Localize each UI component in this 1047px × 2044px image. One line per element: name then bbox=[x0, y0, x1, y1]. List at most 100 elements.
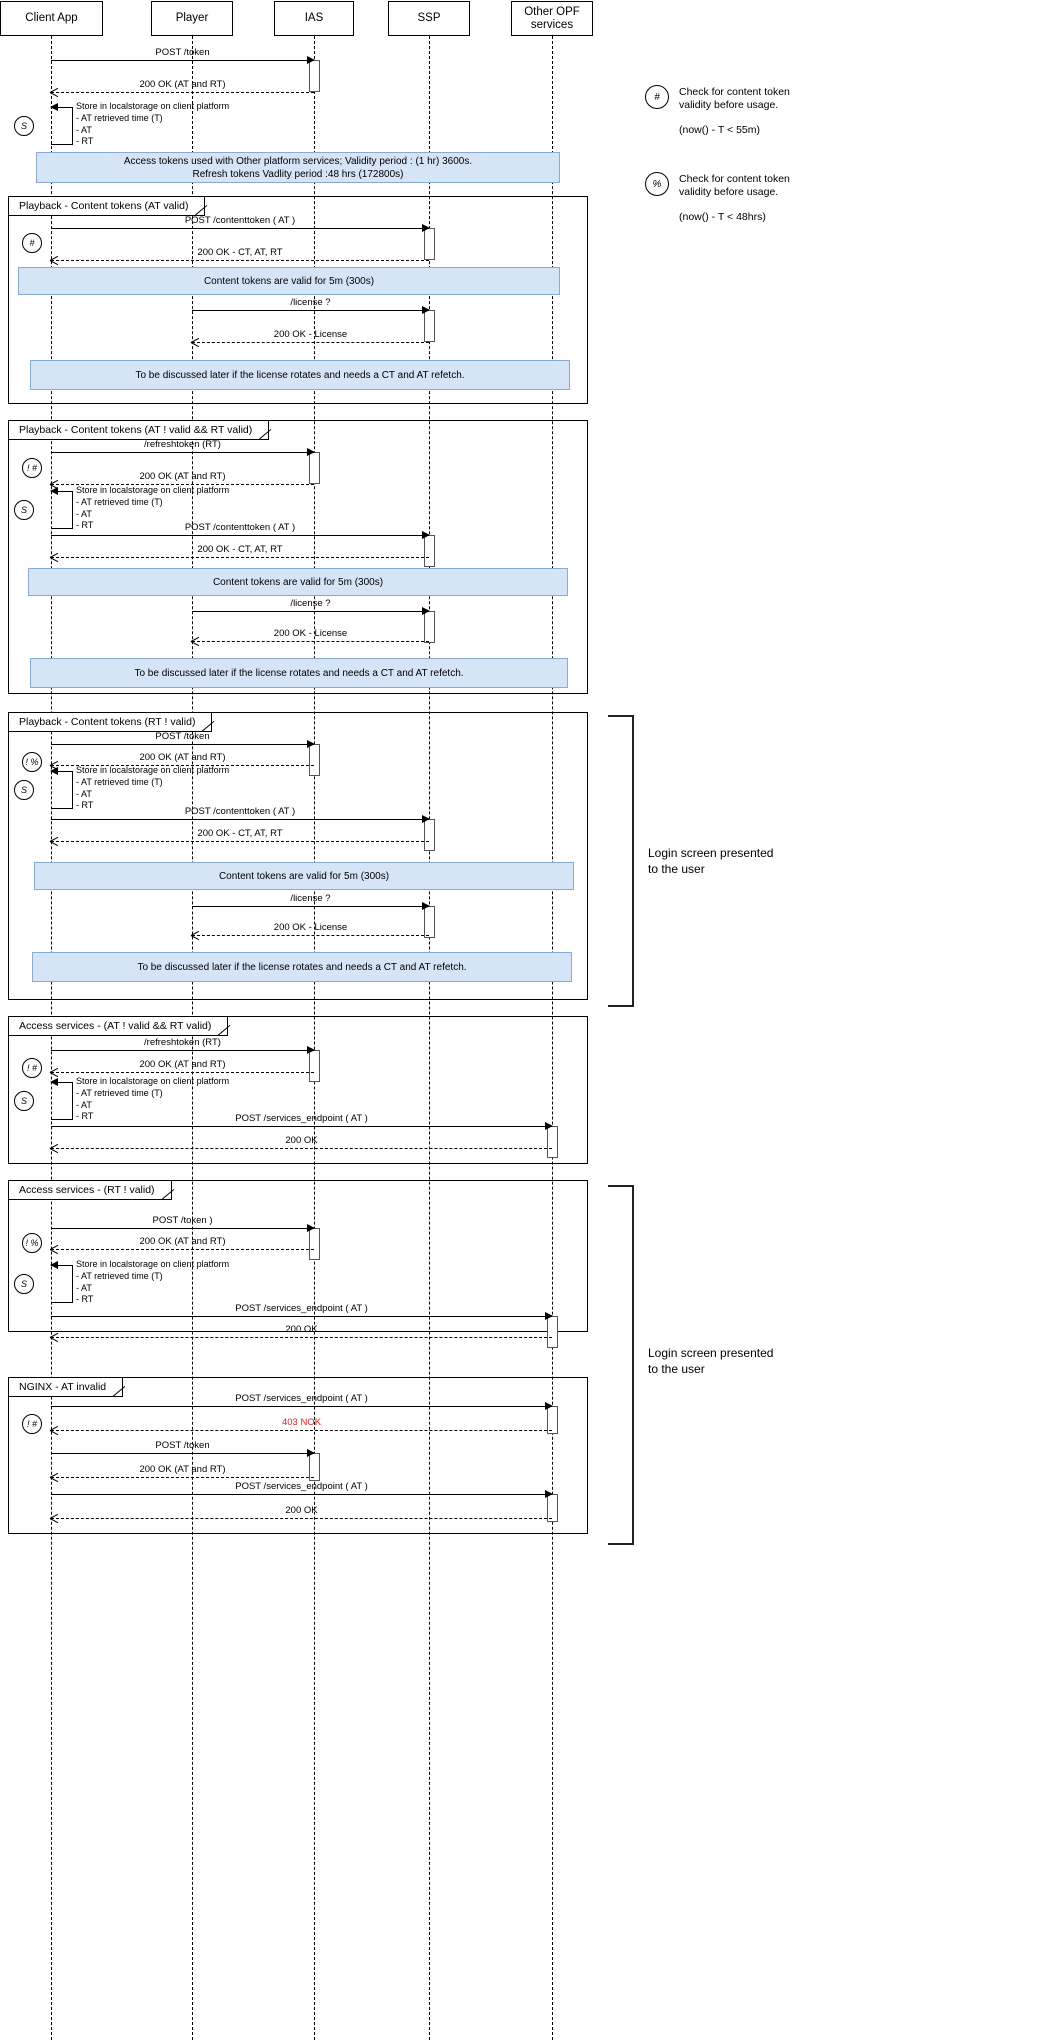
marker-not-pct-5-glyph: ! % bbox=[25, 1238, 39, 1248]
activation-bar bbox=[309, 452, 320, 484]
fragment-playback-rt-invalid: Playback - Content tokens (RT ! valid) bbox=[8, 712, 588, 1000]
message-ok-200-5-label: 200 OK bbox=[285, 1324, 318, 1335]
arrowhead-icon bbox=[191, 636, 200, 646]
self-message-line: - AT bbox=[76, 788, 92, 799]
bracket-login-2 bbox=[608, 1185, 634, 1545]
arrowhead-icon bbox=[545, 1490, 553, 1498]
message-post-token-label: POST /token bbox=[155, 47, 210, 58]
legend-symbol-icon: # bbox=[645, 85, 669, 109]
lifeline-label-ias: IAS bbox=[304, 12, 324, 24]
self-message-line: - RT bbox=[76, 1111, 94, 1121]
arrowhead-icon bbox=[307, 1449, 315, 1457]
self-message-line: - AT retrieved time (T) bbox=[76, 1088, 163, 1098]
bracket-login-1 bbox=[608, 715, 634, 1007]
activation-bar bbox=[424, 228, 435, 260]
self-message-line: - RT bbox=[76, 1294, 94, 1304]
fragment-nginx-at-invalid: NGINX - AT invalid bbox=[8, 1377, 588, 1534]
self-message-title: Store in localstorage on client platform bbox=[76, 101, 230, 111]
arrowhead-icon bbox=[50, 552, 59, 562]
marker-store-glyph: S bbox=[20, 1279, 27, 1289]
self-message-title: Store in localstorage on client platform bbox=[76, 765, 230, 775]
message-post-contenttoken-3-label: POST /contenttoken ( AT ) bbox=[184, 806, 296, 817]
fragment-playback-at-valid: Playback - Content tokens (AT valid) bbox=[8, 196, 588, 404]
fragment-label-access-services-rt-invalid: Access services - (RT ! valid) bbox=[9, 1181, 172, 1200]
note-content-tokens-valid-2-text: Content tokens are valid for 5m (300s) bbox=[212, 576, 384, 588]
self-message-line: - AT bbox=[76, 1099, 92, 1110]
self-message-title: Store in localstorage on client platform bbox=[76, 1076, 230, 1086]
note-access-tokens-text: Access tokens used with Other platform s… bbox=[123, 155, 473, 180]
marker-store: S bbox=[14, 500, 34, 520]
arrowhead-icon bbox=[50, 87, 59, 97]
marker-store: S bbox=[14, 1274, 34, 1294]
message-ok-ct-at-rt-3-label: 200 OK - CT, AT, RT bbox=[197, 828, 283, 839]
fragment-label-playback-at-valid: Playback - Content tokens (AT valid) bbox=[9, 197, 206, 216]
arrowhead-icon bbox=[307, 56, 315, 64]
bracket-login-2-label: Login screen presented to the user bbox=[648, 1346, 774, 1376]
fragment-label-playback-at-invalid-rt-valid: Playback - Content tokens (AT ! valid &&… bbox=[9, 421, 270, 440]
fragment-playback-at-invalid-rt-valid: Playback - Content tokens (AT ! valid &&… bbox=[8, 420, 588, 694]
lifeline-label-player: Player bbox=[175, 12, 209, 24]
lifeline-head-ias: IAS bbox=[274, 1, 354, 36]
note-content-tokens-valid-3-text: Content tokens are valid for 5m (300s) bbox=[218, 870, 390, 882]
lifeline-axis-ias bbox=[314, 36, 315, 2040]
lifeline-label-ssp: SSP bbox=[417, 12, 441, 24]
arrowhead-icon bbox=[422, 224, 430, 232]
message-refreshtoken-label: /refreshtoken (RT) bbox=[144, 439, 221, 450]
legend-text: Check for content token validity before … bbox=[679, 173, 790, 198]
activation-bar bbox=[424, 310, 435, 342]
self-message-store bbox=[50, 1261, 73, 1303]
arrowhead-icon bbox=[422, 902, 430, 910]
marker-store-glyph: S bbox=[20, 785, 27, 795]
marker-not-pct-glyph: ! % bbox=[25, 757, 39, 767]
activation-bar bbox=[309, 60, 320, 92]
marker-store: S bbox=[14, 780, 34, 800]
message-post-services-6-label: POST /services_endpoint ( AT ) bbox=[235, 1393, 368, 1404]
message-license-request-3-label: /license ? bbox=[290, 893, 331, 904]
lifeline-head-player: Player bbox=[151, 1, 233, 36]
marker-not-hash-6-glyph: ! # bbox=[26, 1419, 37, 1429]
activation-bar bbox=[424, 611, 435, 643]
message-ok-at-rt-5-label: 200 OK (AT and RT) bbox=[139, 1236, 226, 1247]
legend-item-0: # Check for content token validity before… bbox=[645, 85, 1025, 145]
self-message-line: - AT retrieved time (T) bbox=[76, 113, 163, 123]
lifeline-head-other-opf: Other OPF services bbox=[511, 1, 593, 36]
legend-text: Check for content token validity before … bbox=[679, 86, 790, 111]
legend-symbol-icon: % bbox=[645, 172, 669, 196]
note-content-tokens-valid-3: Content tokens are valid for 5m (300s) bbox=[34, 862, 574, 890]
arrowhead-icon bbox=[50, 103, 58, 111]
message-403-nok-label: 403 NOK bbox=[281, 1417, 322, 1428]
arrowhead-icon bbox=[422, 306, 430, 314]
lifeline-head-client-app: Client App bbox=[0, 1, 103, 36]
arrowhead-icon bbox=[50, 1143, 59, 1153]
marker-not-pct-5: ! % bbox=[22, 1233, 42, 1253]
marker-not-pct: ! % bbox=[22, 752, 42, 772]
message-post-token-6-label: POST /token bbox=[155, 1440, 210, 1451]
arrowhead-icon bbox=[50, 1078, 58, 1086]
arrowhead-icon bbox=[50, 1513, 59, 1523]
fragment-access-services-at-invalid: Access services - (AT ! valid && RT vali… bbox=[8, 1016, 588, 1164]
note-content-tokens-valid: Content tokens are valid for 5m (300s) bbox=[18, 267, 560, 295]
message-ok-at-rt-2-label: 200 OK (AT and RT) bbox=[139, 471, 226, 482]
marker-not-hash-4-glyph: ! # bbox=[26, 1063, 37, 1073]
self-message-line: - AT bbox=[76, 124, 92, 135]
note-license-rotation-2-text: To be discussed later if the license rot… bbox=[134, 667, 464, 679]
lifeline-axis-player bbox=[192, 36, 193, 2040]
lifeline-axis-ssp bbox=[429, 36, 430, 2040]
message-ok-at-rt-6-label: 200 OK (AT and RT) bbox=[139, 1464, 226, 1475]
self-message-line: - AT retrieved time (T) bbox=[76, 497, 163, 507]
message-post-token-3-label: POST /token bbox=[155, 731, 210, 742]
note-access-tokens: Access tokens used with Other platform s… bbox=[36, 152, 560, 183]
message-post-services-5-label: POST /services_endpoint ( AT ) bbox=[235, 1303, 368, 1314]
lifeline-axis-other-opf bbox=[552, 36, 553, 2040]
message-ok-ct-at-rt-2-label: 200 OK - CT, AT, RT bbox=[197, 544, 283, 555]
arrowhead-icon bbox=[307, 448, 315, 456]
arrowhead-icon bbox=[50, 1244, 59, 1254]
arrowhead-icon bbox=[307, 1046, 315, 1054]
marker-store-glyph: S bbox=[20, 1096, 27, 1106]
activation-bar bbox=[424, 535, 435, 567]
arrowhead-icon bbox=[50, 836, 59, 846]
fragment-access-services-rt-invalid: Access services - (RT ! valid) bbox=[8, 1180, 588, 1332]
activation-bar bbox=[424, 906, 435, 938]
note-content-tokens-valid-text: Content tokens are valid for 5m (300s) bbox=[203, 275, 375, 287]
